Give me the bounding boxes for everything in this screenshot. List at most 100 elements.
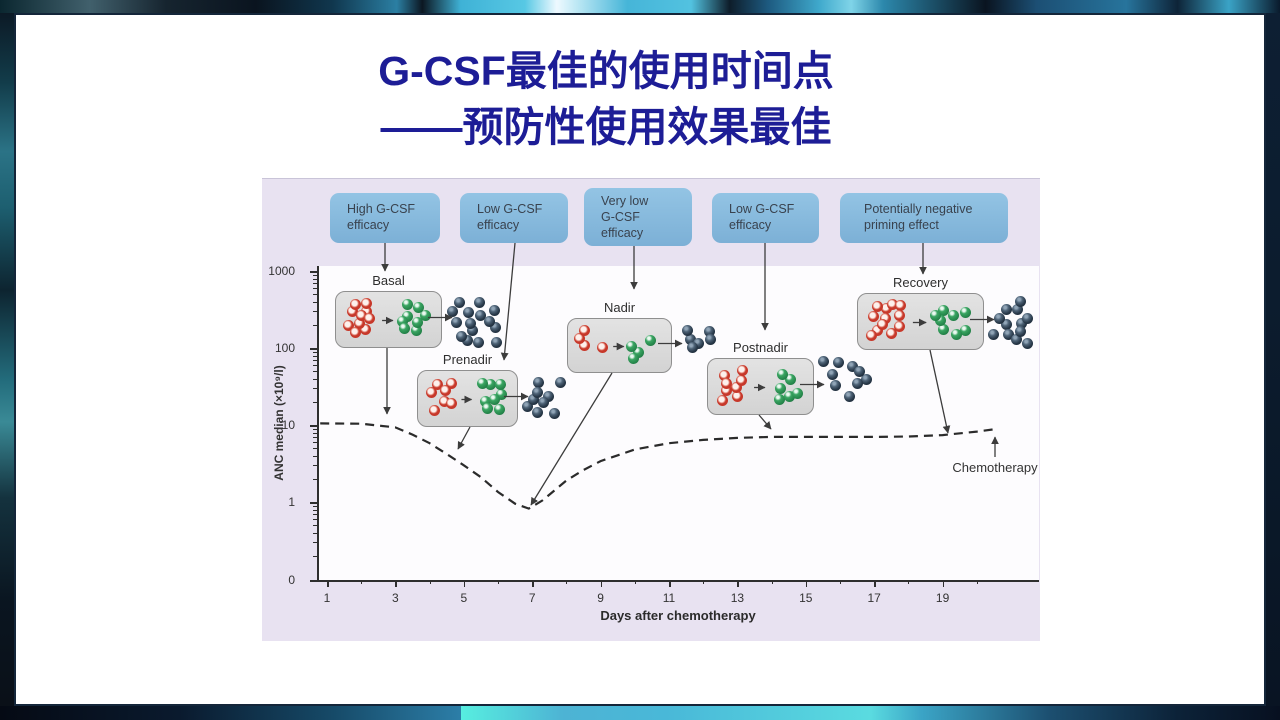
dark-cell [532, 376, 544, 388]
y-major-tick [310, 502, 317, 504]
released-cells-nadir [675, 324, 717, 354]
efficacy-box-high: High G-CSF efficacy [330, 193, 440, 243]
x-tick-label: 5 [460, 591, 468, 605]
green-cell [774, 394, 786, 406]
dark-cell [488, 305, 500, 316]
dark-cell [461, 335, 473, 347]
y-minor-tick [313, 442, 317, 444]
decorative-border-top [0, 0, 1280, 13]
green-cell [645, 335, 657, 347]
x-major-tick [395, 580, 397, 587]
dark-cell [988, 328, 999, 340]
red-cell [879, 313, 891, 325]
maturing-cells-nadir [626, 325, 662, 364]
dark-cell [1001, 319, 1013, 331]
x-tick-label: 3 [392, 591, 399, 605]
y-minor-tick [313, 282, 317, 284]
dark-cell [1000, 303, 1012, 315]
stage-label-prenadir: Prenadir [442, 352, 493, 367]
y-minor-tick [313, 294, 317, 296]
dark-cell [490, 337, 502, 349]
stage-label-postnadir: Postnadir [733, 340, 788, 355]
dark-cell [473, 336, 485, 348]
dark-cell [464, 317, 476, 329]
dark-cell [685, 333, 697, 345]
dark-cell [522, 400, 534, 412]
red-cell [886, 327, 898, 339]
x-tick-label: 9 [597, 591, 604, 605]
x-major-tick [874, 580, 876, 587]
slide-title: G-CSF最佳的使用时间点 ——预防性使用效果最佳 [16, 43, 1196, 155]
green-cell [420, 310, 432, 322]
red-cell [868, 310, 880, 322]
dark-cell [1016, 318, 1028, 329]
dark-cell [818, 356, 830, 368]
red-cell [578, 324, 590, 336]
green-cell [411, 325, 422, 337]
y-minor-tick [313, 351, 317, 353]
x-minor-tick [840, 580, 841, 584]
green-cell [784, 374, 796, 385]
maturing-cells-prenadir [474, 377, 508, 418]
red-cell [895, 299, 907, 311]
x-major-tick [327, 580, 329, 587]
red-cell [894, 321, 906, 333]
dark-cell [829, 379, 841, 391]
dark-cell [450, 316, 462, 328]
x-minor-tick [634, 580, 636, 584]
green-cell [494, 403, 506, 415]
green-cell [626, 341, 638, 353]
stage-label-recovery: Recovery [893, 275, 948, 290]
dark-cell [466, 325, 478, 336]
x-major-tick [942, 580, 945, 587]
red-cell [735, 375, 747, 386]
y-major-tick [310, 425, 317, 427]
dark-cell [490, 322, 502, 334]
x-tick-label: 13 [730, 591, 745, 605]
red-cell [731, 391, 743, 403]
red-cell [866, 329, 878, 341]
green-cell [632, 347, 644, 359]
green-cell [402, 311, 413, 323]
dark-cell [860, 374, 872, 386]
dark-cell [844, 391, 856, 403]
red-cell [574, 333, 586, 345]
x-major-tick [805, 580, 808, 587]
dark-cell [832, 356, 844, 368]
red-cell [343, 320, 355, 331]
x-tick-label: 1 [323, 591, 331, 605]
x-minor-tick [976, 580, 978, 584]
dark-cell [1022, 312, 1034, 324]
red-cell [737, 364, 749, 376]
y-minor-tick [313, 532, 317, 534]
red-cell [347, 305, 359, 317]
dark-cell [548, 407, 560, 419]
immature-cells-basal [341, 297, 378, 340]
y-minor-tick [313, 505, 317, 507]
immature-cells-prenadir [423, 376, 457, 419]
y-minor-tick [313, 432, 317, 434]
y-minor-tick [313, 555, 317, 557]
dark-cell [475, 310, 486, 322]
x-major-tick [669, 580, 671, 587]
red-cell [428, 405, 440, 417]
y-minor-tick [313, 525, 317, 527]
dark-cell [686, 341, 698, 353]
y-minor-tick [313, 324, 317, 326]
dark-cell [483, 315, 495, 327]
green-cell [784, 390, 796, 402]
red-cell [364, 312, 376, 324]
dark-cell [1014, 325, 1026, 337]
red-cell [871, 325, 883, 337]
dark-cell [538, 396, 550, 408]
x-minor-tick [361, 580, 363, 584]
green-cell [412, 302, 424, 314]
red-cell [439, 385, 451, 397]
y-minor-tick [313, 371, 317, 373]
dark-cell [1015, 295, 1027, 307]
dark-cell [827, 368, 839, 380]
released-cells-recovery [987, 293, 1039, 349]
x-major-tick [600, 580, 603, 587]
x-tick-label: 7 [528, 591, 536, 605]
y-minor-tick [313, 542, 317, 544]
